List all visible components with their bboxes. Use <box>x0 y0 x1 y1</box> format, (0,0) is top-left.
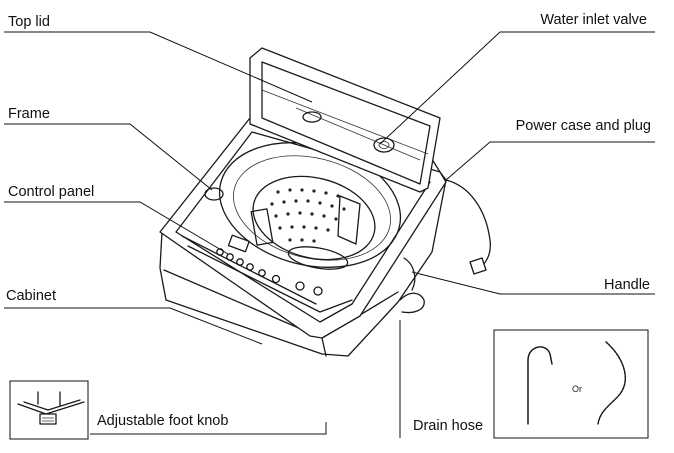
label-power-case-and-plug: Power case and plug <box>516 118 651 134</box>
side-handle <box>403 257 416 291</box>
detergent-cup <box>204 187 224 201</box>
inner-drum <box>252 175 376 261</box>
power-cord <box>445 179 491 269</box>
label-adjustable-foot-knob: Adjustable foot knob <box>97 413 228 429</box>
lint-filter <box>250 208 274 246</box>
label-top-lid: Top lid <box>8 14 50 30</box>
control-panel-strip <box>187 245 353 313</box>
drum-perforations <box>270 188 346 243</box>
label-handle: Handle <box>604 277 650 293</box>
part-labels: Top lid Water inlet valve Frame Power ca… <box>6 12 651 434</box>
washing-machine-illustration <box>159 47 491 357</box>
label-drain-hose: Drain hose <box>413 418 483 434</box>
label-cabinet: Cabinet <box>6 288 56 304</box>
foot-knob-inset <box>9 380 89 440</box>
drain-hose-inset: Or <box>493 329 649 439</box>
or-label: Or <box>572 384 582 394</box>
control-buttons <box>216 248 323 296</box>
label-water-inlet-valve: Water inlet valve <box>540 12 647 28</box>
leader-lines <box>4 31 655 438</box>
side-drain-hose <box>399 292 425 314</box>
top-lid <box>249 47 441 193</box>
power-plug <box>469 257 487 275</box>
label-control-panel: Control panel <box>8 184 94 200</box>
label-frame: Frame <box>8 106 50 122</box>
water-inlet-valve <box>373 137 395 153</box>
display-window <box>227 234 250 253</box>
